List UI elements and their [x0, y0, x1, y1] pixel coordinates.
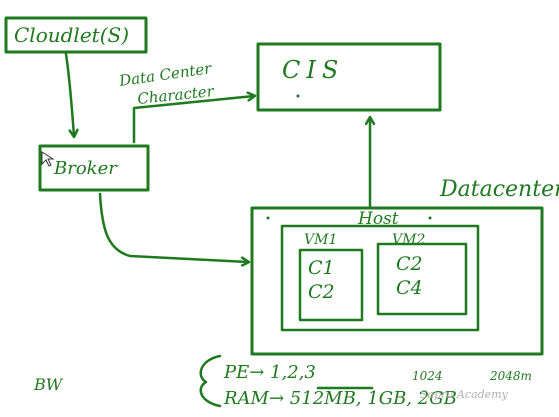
value-1024: 1024 [412, 369, 443, 383]
vm2-node: VM2 C2 C4 [376, 232, 468, 316]
broker-label: Broker [53, 158, 118, 179]
vm1-c2: C2 [308, 281, 335, 303]
cloudlet-node: Cloudlet(S) [4, 16, 148, 54]
cis-node: CIS [256, 42, 442, 112]
host-node: Host [266, 209, 480, 332]
vm2-label: VM2 [392, 232, 425, 248]
host-dot-a [266, 216, 270, 220]
arrow-broker-to-datacenter [98, 192, 248, 262]
mouse-cursor-icon [41, 151, 55, 167]
datacenter-label: Datacenter [439, 177, 559, 202]
host-dot-b [428, 216, 432, 220]
arrow-broker-to-cis [132, 96, 254, 144]
ram-note: RAM→ 512MB, 1GB, 2GB [223, 388, 457, 409]
value-2048: 2048m [489, 369, 532, 383]
cis-label: CIS [282, 56, 344, 84]
broker-node: Broker [38, 144, 150, 192]
datacenter-box [250, 206, 544, 356]
cloudlet-label: Cloudlet(S) [14, 23, 129, 47]
vm2-c2: C2 [396, 253, 423, 275]
cis-dot [296, 94, 300, 98]
pe-note: PE→ 1,2,3 [223, 362, 316, 383]
bw-note: BW [33, 375, 64, 394]
arrow-cloudlet-to-broker [64, 52, 74, 136]
watermark: Sapru Academy [420, 388, 509, 401]
vm1-node: VM1 C1 C2 [298, 232, 364, 322]
vm2-c4: C4 [396, 277, 423, 299]
vm1-c1: C1 [308, 257, 335, 279]
notes-bracket [199, 354, 222, 408]
host-label: Host [357, 209, 399, 229]
vm1-label: VM1 [304, 232, 337, 248]
